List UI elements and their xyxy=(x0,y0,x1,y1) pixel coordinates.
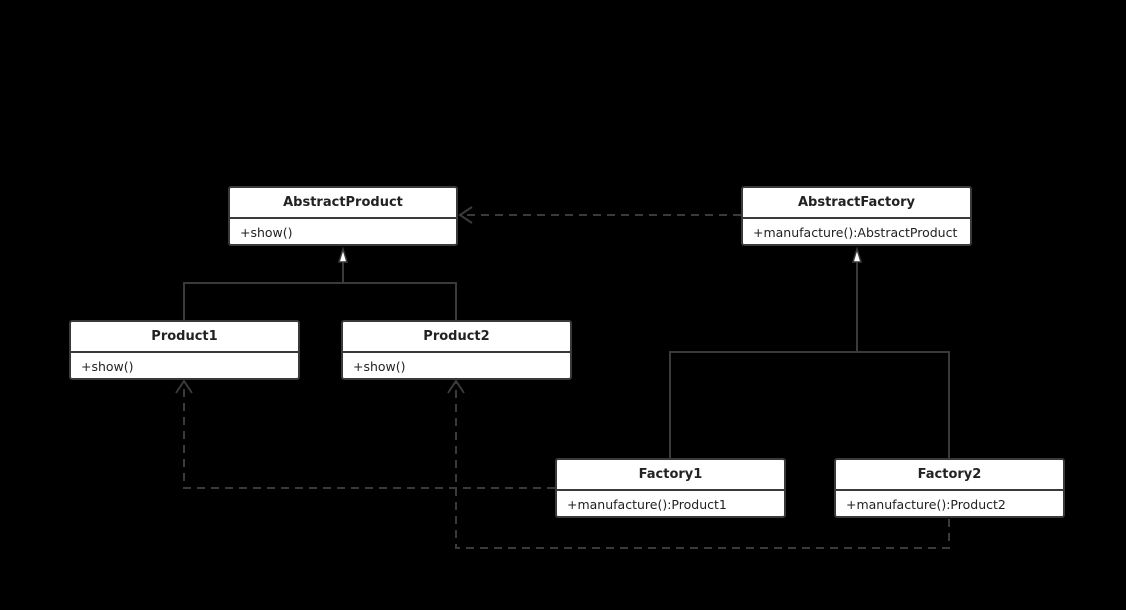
class-operation: +manufacture():Product1 xyxy=(567,497,727,512)
dependency-arrowhead-abstract-product xyxy=(458,206,473,224)
class-name: AbstractProduct xyxy=(230,188,456,219)
class-operation: +show() xyxy=(240,225,293,240)
generalization-line-product1 xyxy=(183,262,344,320)
class-name: AbstractFactory xyxy=(743,188,970,219)
generalization-line-factory2 xyxy=(857,351,950,458)
class-name: Factory2 xyxy=(836,460,1063,491)
dependency-line-factory2-product2 xyxy=(455,381,950,549)
dependency-arrowhead-product2 xyxy=(447,379,465,394)
generalization-arrowhead-abstract-factory xyxy=(851,246,863,263)
class-operation: +show() xyxy=(81,359,134,374)
class-abstract-factory[interactable]: AbstractFactory +manufacture():AbstractP… xyxy=(741,186,972,246)
class-product1[interactable]: Product1 +show() xyxy=(69,320,300,380)
class-factory2[interactable]: Factory2 +manufacture():Product2 xyxy=(834,458,1065,518)
class-operation: +manufacture():AbstractProduct xyxy=(753,225,958,240)
generalization-line-product2 xyxy=(343,282,457,320)
generalization-arrowhead-abstract-product xyxy=(337,246,349,263)
class-name: Product2 xyxy=(343,322,570,353)
class-name: Factory1 xyxy=(557,460,784,491)
class-operation: +manufacture():Product2 xyxy=(846,497,1006,512)
generalization-line-factory1 xyxy=(669,262,858,458)
dependency-line-factory1-product1 xyxy=(183,381,555,489)
class-name: Product1 xyxy=(71,322,298,353)
class-abstract-product[interactable]: AbstractProduct +show() xyxy=(228,186,458,246)
dependency-arrowhead-product1 xyxy=(175,379,193,394)
class-factory1[interactable]: Factory1 +manufacture():Product1 xyxy=(555,458,786,518)
class-product2[interactable]: Product2 +show() xyxy=(341,320,572,380)
class-operation: +show() xyxy=(353,359,406,374)
